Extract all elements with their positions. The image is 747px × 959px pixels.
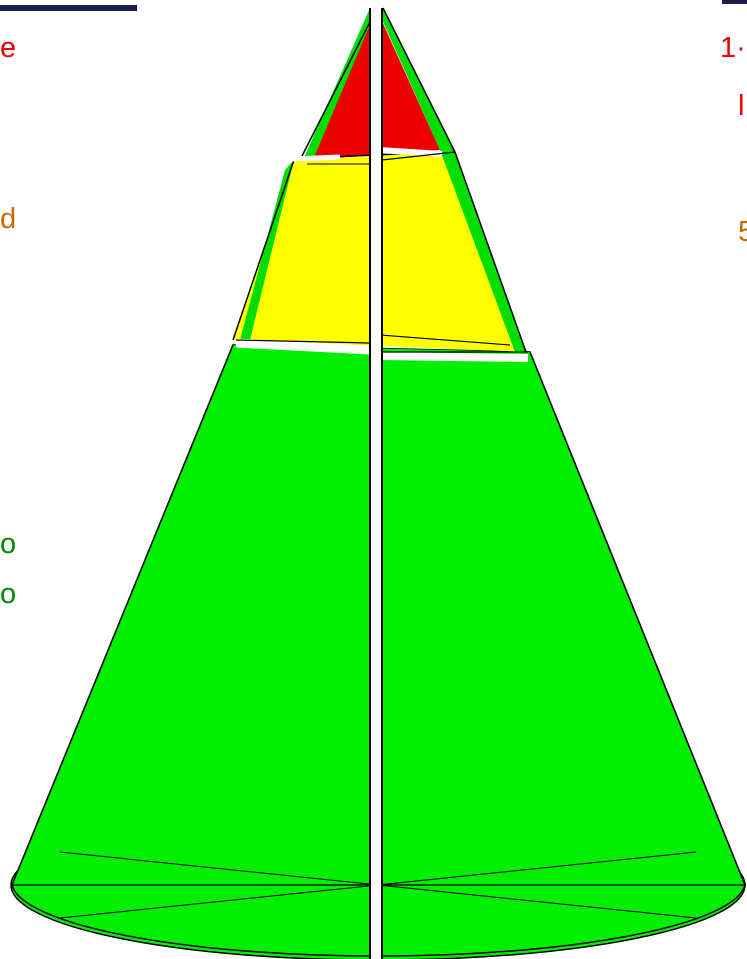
cone-center-axis xyxy=(370,6,382,959)
